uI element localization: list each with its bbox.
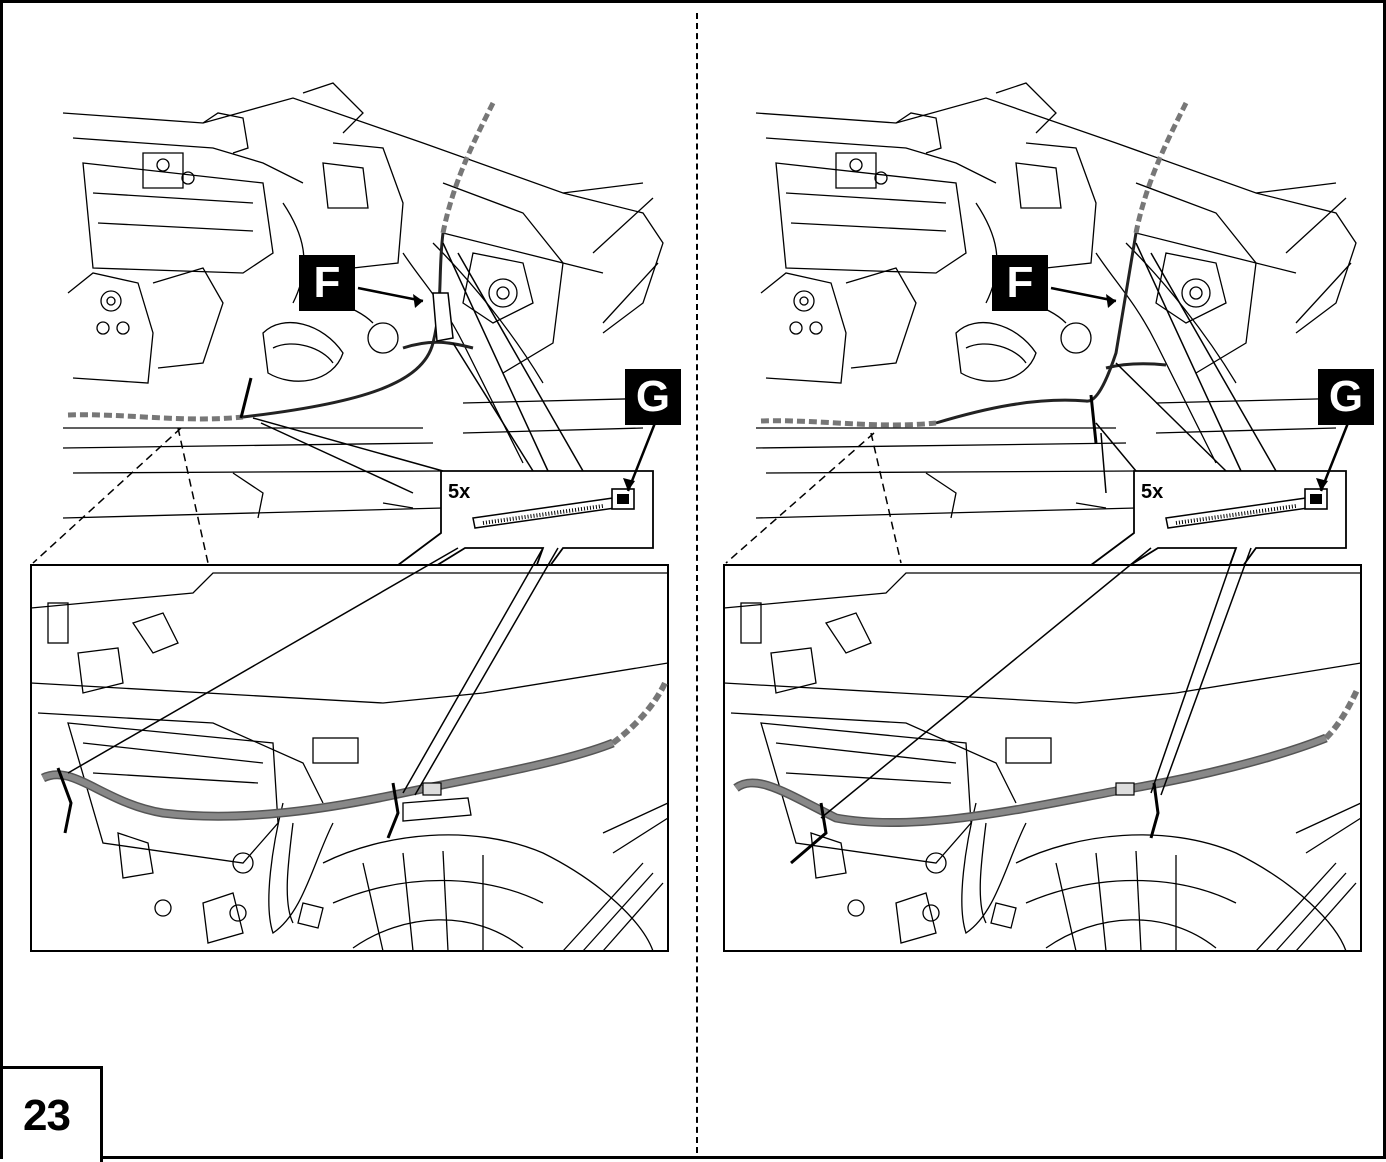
step-number: 23 xyxy=(23,1091,71,1140)
quantity-label: 5x xyxy=(448,481,471,503)
callout-f: F xyxy=(992,255,1048,311)
illustration-right xyxy=(723,82,1362,952)
callout-f: F xyxy=(299,255,355,311)
panel-right: F G 5x xyxy=(696,3,1386,1162)
illustration-left xyxy=(30,82,669,952)
panel-left: F G 5x xyxy=(3,3,696,1162)
callout-g: G xyxy=(625,369,681,425)
panel-divider xyxy=(696,13,698,1153)
quantity-label: 5x xyxy=(1141,481,1164,503)
step-number-box: 23 xyxy=(3,1066,103,1162)
callout-g: G xyxy=(1318,369,1374,425)
